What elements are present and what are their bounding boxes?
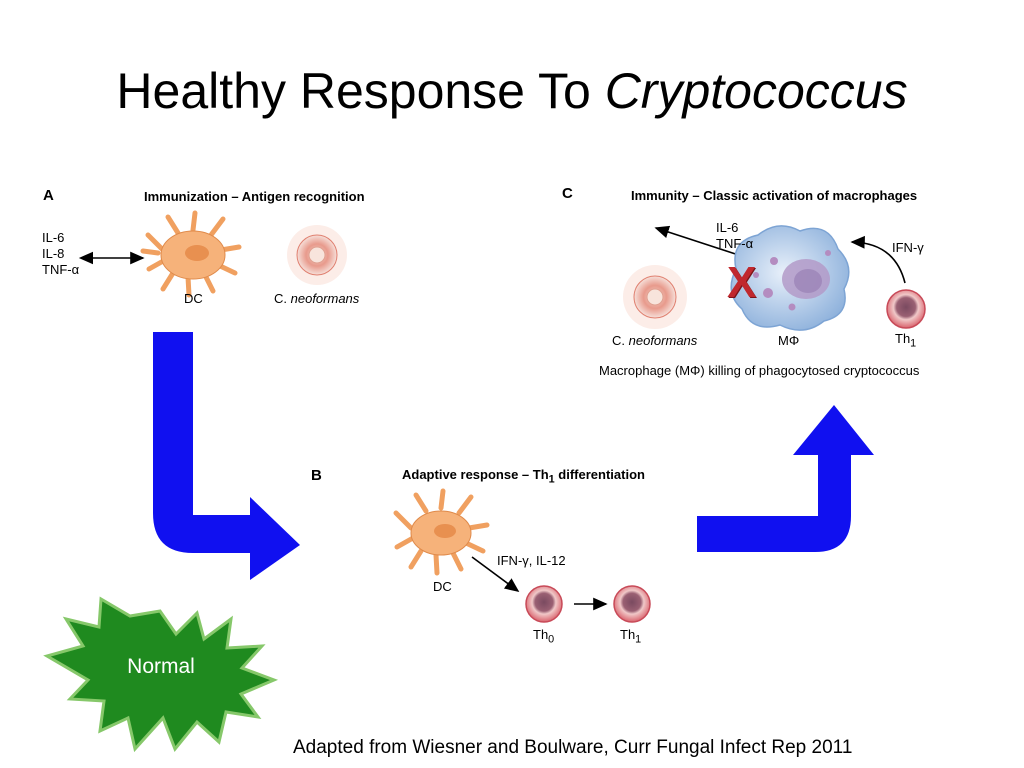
ifn-curved-arrow: [850, 235, 906, 284]
normal-starburst: [43, 596, 279, 753]
dc-label-a: DC: [184, 291, 203, 306]
macrophage-icon: [730, 225, 850, 331]
organism-label-c: C. neoformans: [612, 333, 698, 348]
slide-title: Healthy Response To Cryptococcus: [116, 63, 908, 119]
cryptococcus-c-icon: [623, 265, 687, 329]
panel-a-letter: A: [43, 187, 54, 204]
panel-c-cytokines: IL-6 TNF-α: [716, 220, 753, 252]
dc-label-b: DC: [433, 579, 452, 594]
cryptococcus-a-icon: [287, 225, 347, 285]
citation: Adapted from Wiesner and Boulware, Curr …: [293, 737, 853, 758]
panel-b-letter: B: [311, 467, 322, 484]
th1-cell-b-icon: [613, 585, 651, 623]
block-mark-icon: X: [727, 258, 757, 307]
dendritic-cell-a-icon: [140, 210, 242, 298]
panel-b-title: Adaptive response – Th1 differentiation: [402, 467, 645, 486]
flow-arrow-down-right: [153, 332, 300, 580]
panel-c-letter: C: [562, 185, 573, 202]
flow-arrow-right-up: [697, 405, 874, 552]
th1-cell-c-icon: [886, 289, 926, 329]
panel-c-caption: Macrophage (MΦ) killing of phagocytosed …: [599, 363, 920, 378]
cytokine-item: TNF-α: [716, 236, 754, 251]
th1-label-c: Th1: [895, 331, 917, 350]
signal-label: IFN-γ, IL-12: [497, 553, 566, 568]
cytokine-item: TNF-α: [42, 262, 80, 277]
cytokine-item: IL-6: [716, 220, 739, 235]
panel-c-title: Immunity – Classic activation of macroph…: [631, 188, 918, 203]
panel-a-title: Immunization – Antigen recognition: [144, 189, 365, 204]
th1-label-b: Th1: [620, 627, 642, 646]
ifn-label: IFN-γ: [892, 240, 924, 255]
signal-arrow: [471, 556, 520, 592]
dendritic-cell-b-icon: [393, 488, 490, 576]
panel-a-cytokines: IL-6 IL-8 TNF-α: [42, 230, 79, 278]
macrophage-label: MΦ: [778, 333, 800, 348]
cytokine-item: IL-8: [42, 246, 65, 261]
cytokine-item: IL-6: [42, 230, 65, 245]
th0-cell-icon: [525, 585, 563, 623]
organism-label-a: C. neoformans: [274, 291, 360, 306]
th0-label: Th0: [533, 627, 555, 646]
normal-badge-label: Normal: [127, 655, 195, 678]
